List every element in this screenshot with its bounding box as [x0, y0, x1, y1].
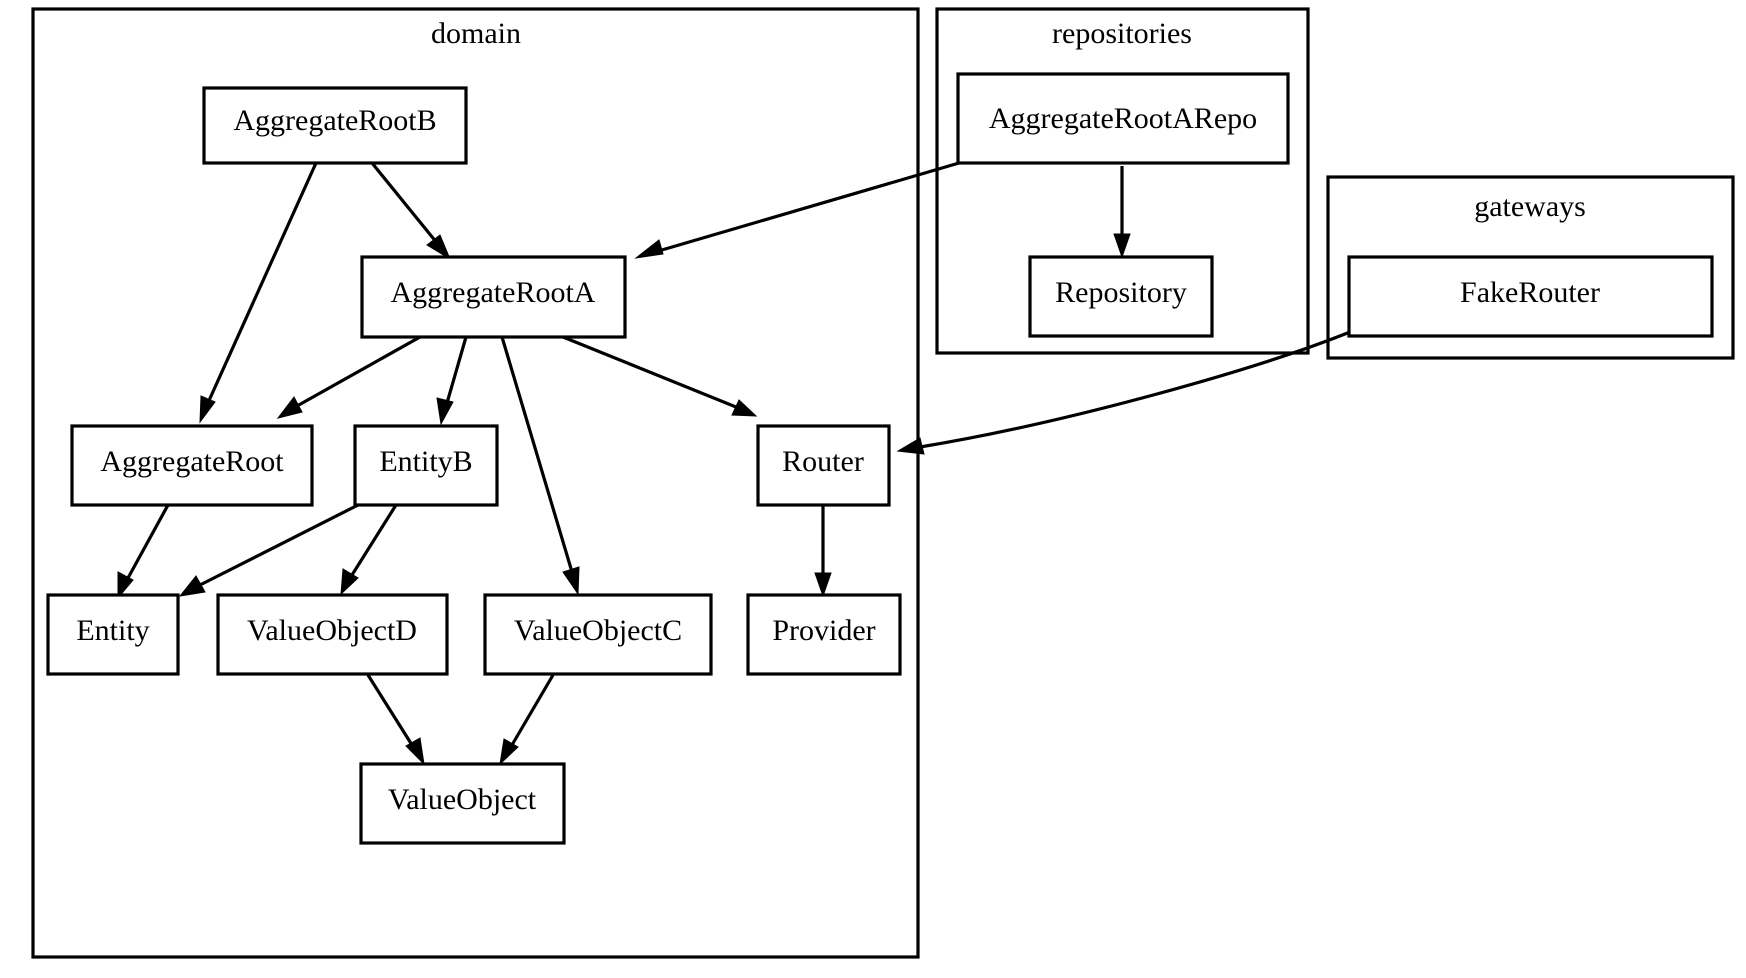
node-fakerouter-box[interactable]: [1347, 255, 1714, 338]
node-valueobjectd-box[interactable]: [216, 593, 449, 676]
node-aggregaterootb[interactable]: AggregateRootB: [202, 86, 468, 165]
edge-aggregateroota-to-valueobjectc: [500, 336, 580, 596]
edge-aggregateroota-to-router: [562, 335, 758, 417]
node-aggregateroot-box[interactable]: [70, 424, 314, 507]
edge-aggregaterootb-to-aggregateroota: [370, 161, 452, 261]
cluster-domain: domain: [31, 7, 920, 959]
node-repository-label: Repository: [1055, 276, 1187, 309]
cluster-gateways-border: [1326, 175, 1735, 360]
edge-aggregateroota-to-aggregateroot: [276, 335, 421, 419]
node-aggregaterootb-box[interactable]: [202, 86, 468, 165]
node-router-box[interactable]: [756, 424, 891, 507]
edge-entityb-to-entity: [178, 503, 359, 597]
edge-aggregaterootb-to-aggregateroot: [199, 162, 318, 424]
node-aggregaterootb-label: AggregateRootB: [233, 104, 436, 137]
cluster-repositories: repositories: [935, 7, 1310, 355]
node-entityb[interactable]: EntityB: [353, 424, 499, 507]
node-entity-box[interactable]: [46, 593, 180, 676]
edge-router-to-provider: [814, 505, 832, 598]
node-valueobjectc-box[interactable]: [483, 593, 713, 676]
cluster-repositories-label: repositories: [1052, 17, 1192, 50]
cluster-gateways-label: gateways: [1474, 190, 1586, 223]
cluster-domain-label: domain: [431, 17, 521, 50]
edge-valueobjectc-to-valueobject: [499, 674, 555, 766]
node-valueobjectd[interactable]: ValueObjectD: [216, 593, 449, 676]
cluster-gateways: gateways: [1326, 175, 1735, 360]
node-aggregateroota-box[interactable]: [360, 255, 627, 339]
node-aggregaterootarepo[interactable]: AggregateRootARepo: [956, 72, 1290, 165]
node-aggregateroota[interactable]: AggregateRootA: [360, 255, 627, 339]
cluster-domain-border: [31, 7, 920, 959]
node-entityb-label: EntityB: [379, 445, 472, 478]
node-valueobject-label: ValueObject: [388, 783, 537, 816]
edge-entityb-to-valueobjectd: [340, 504, 398, 596]
node-fakerouter-label: FakeRouter: [1460, 276, 1600, 309]
edge-aggregateroot-to-entity: [117, 504, 170, 600]
node-valueobjectc-label: ValueObjectC: [514, 614, 682, 647]
edge-aggregaterootarepo-to-aggregateroota: [634, 161, 960, 259]
node-router-label: Router: [782, 445, 864, 478]
node-valueobjectc[interactable]: ValueObjectC: [483, 593, 713, 676]
node-aggregateroot[interactable]: AggregateRoot: [70, 424, 314, 507]
node-entityb-box[interactable]: [353, 424, 499, 507]
node-aggregaterootarepo-label: AggregateRootARepo: [989, 102, 1257, 135]
node-entity-label: Entity: [76, 614, 149, 647]
node-provider-label: Provider: [772, 614, 875, 647]
node-aggregaterootarepo-box[interactable]: [956, 72, 1290, 165]
edge-fakerouter-to-router: [896, 330, 1351, 455]
node-repository-box[interactable]: [1028, 255, 1214, 338]
node-valueobjectd-label: ValueObjectD: [247, 614, 417, 647]
node-valueobject[interactable]: ValueObject: [359, 762, 566, 845]
edge-valueobjectd-to-valueobject: [366, 674, 425, 766]
node-fakerouter[interactable]: FakeRouter: [1347, 255, 1714, 338]
edge-aggregateroota-to-entityb: [436, 336, 468, 426]
node-provider[interactable]: Provider: [746, 593, 902, 676]
node-valueobject-box[interactable]: [359, 762, 566, 845]
node-entity[interactable]: Entity: [46, 593, 180, 676]
node-aggregateroot-label: AggregateRoot: [100, 445, 284, 478]
edge-aggregaterootarepo-to-repository: [1113, 166, 1131, 259]
node-provider-box[interactable]: [746, 593, 902, 676]
cluster-repositories-border: [935, 7, 1310, 355]
node-router[interactable]: Router: [756, 424, 891, 507]
node-repository[interactable]: Repository: [1028, 255, 1214, 338]
node-aggregateroota-label: AggregateRootA: [391, 276, 596, 309]
